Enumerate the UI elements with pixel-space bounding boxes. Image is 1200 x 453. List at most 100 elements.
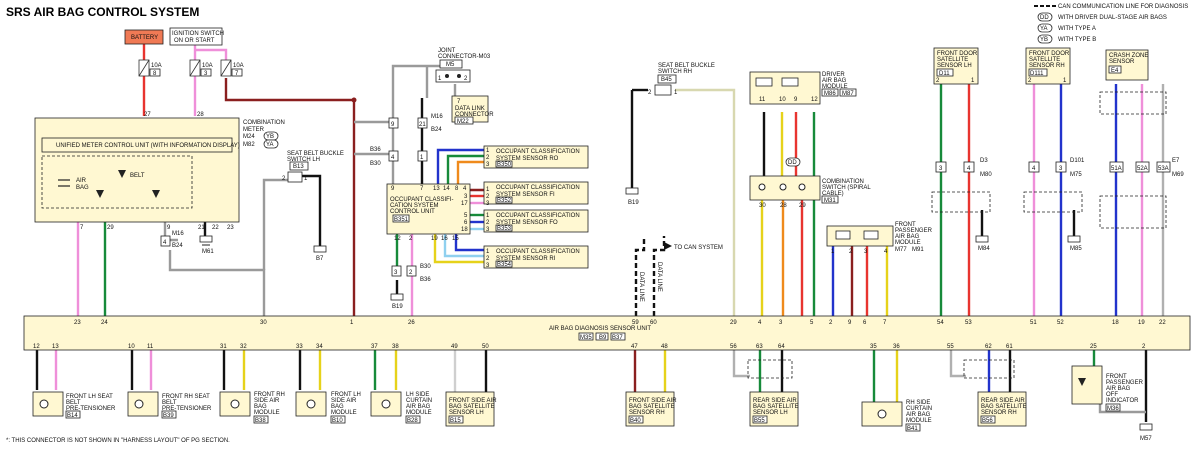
- splice-4: 4: [391, 155, 395, 161]
- occ-rpin-17: 17: [461, 201, 468, 207]
- wire-b-indicator-gnd: [1098, 404, 1146, 414]
- b39-label-1: FRONT RH SEAT: [162, 394, 210, 400]
- occ-fi-label-2: SYSTEM SENSOR FI: [496, 192, 555, 198]
- m57-ground: M57: [1140, 436, 1152, 442]
- occ-ri-pin-3: 3: [486, 263, 490, 269]
- asu-top-pin: 51: [1030, 320, 1037, 326]
- occ-ro-pin-3: 3: [486, 162, 490, 168]
- crash-spl3: 53A: [1158, 166, 1169, 172]
- occ-ro-pin-1: 1: [486, 148, 490, 154]
- conn-m16-2: M16: [431, 114, 443, 120]
- indicator-led-icon: [1078, 378, 1086, 386]
- asu-bottom-pin: 13: [52, 344, 59, 350]
- bottom-devices: FRONT LH SEAT BELT PRE-TENSIONER B14 FRO…: [32, 359, 1153, 442]
- asu-bottom-pin: 50: [482, 344, 489, 350]
- door-lh-pin-2: 2: [936, 78, 940, 84]
- seatbelt-rh: SEAT BELT BUCKLE SWITCH RH B45 2 1 B19: [625, 63, 715, 206]
- crash-label-2: SENSOR: [1109, 59, 1135, 65]
- b10-label-2: SIDE AIR: [331, 398, 357, 404]
- door-lh-conn: D11: [939, 71, 950, 77]
- airbag-off-indicator: FRONT PASSENGER AIR BAG OFF INDICATOR M3…: [1071, 365, 1153, 442]
- joint-box: [435, 69, 471, 83]
- drv-conn: M86: [824, 91, 836, 97]
- seatbelt-rh-label-1: SEAT BELT BUCKLE: [658, 63, 715, 69]
- conn-b24-2: B24: [431, 127, 442, 133]
- door-rh-label-1: FRONT DOOR: [1029, 51, 1070, 57]
- occ-label-2: CATION SYSTEM: [390, 203, 439, 209]
- asu-top-pin: 52: [1057, 320, 1064, 326]
- wire-can-59: [634, 236, 646, 316]
- legend-dd-code: DD: [1040, 15, 1049, 21]
- asu-top-pin: 23: [74, 320, 81, 326]
- asu-top-pin: 7: [883, 320, 887, 326]
- meter-inner: [41, 155, 193, 209]
- b14-label-1: FRONT LH SEAT: [66, 394, 113, 400]
- occ-bpin-2: 2: [409, 236, 413, 242]
- curtain-airbag-lh: LH SIDE CURTAIN AIR BAG MODULE B28: [370, 391, 432, 424]
- door-lh-spl2: 4: [967, 166, 971, 172]
- fuse-8: 10A 8: [138, 59, 162, 77]
- asu-top-pin: 24: [101, 320, 108, 326]
- occ-rpin-5: 5: [464, 213, 468, 219]
- asu-top-pin: 2: [829, 320, 833, 326]
- wire-occ19-yellow: [433, 234, 484, 264]
- ground-icon: [199, 235, 213, 246]
- battery-label: BATTERY: [131, 35, 158, 41]
- occ-fi-pin-3: 3: [486, 201, 490, 207]
- ground-icon: [625, 187, 639, 195]
- occ-fo-pin-3: 3: [486, 227, 490, 233]
- side-airbag-lh: FRONT LH SIDE AIR BAG MODULE B10: [295, 391, 361, 424]
- b41-label-1: RH SIDE: [906, 400, 930, 406]
- b55-label-1: REAR SIDE AIR: [753, 398, 797, 404]
- seatbelt-rh-pin-1: 1: [674, 90, 678, 96]
- drv-pin-12: 12: [811, 97, 818, 103]
- occupant-unit: 9 7 13 14 8 4 OCCUPANT CLASSIFI- CATION …: [386, 183, 471, 310]
- b38-label-1: FRONT RH: [254, 392, 285, 398]
- asu-bottom-pin: 64: [778, 344, 785, 350]
- ground-icon: [390, 293, 404, 301]
- b39-label-2: BELT: [162, 400, 177, 406]
- drv-pin-10: 10: [779, 97, 786, 103]
- spiral-label-3: CABLE): [822, 191, 844, 197]
- asu-bottom-pin: 36: [893, 344, 900, 350]
- m36-label-2: PASSENGER: [1106, 380, 1144, 386]
- splice-2: 2: [409, 270, 413, 276]
- can-data-line-2: DATA LINE: [656, 262, 662, 292]
- asu-bottom-pin: 2: [1142, 344, 1146, 350]
- legend-dd-badge: [1037, 12, 1053, 22]
- spiral-label-1: COMBINATION: [822, 179, 864, 185]
- seatbelt-lh: SEAT BELT BUCKLE SWITCH LH B13 2 1 B7: [282, 151, 344, 262]
- splice-9: 9: [391, 122, 395, 128]
- occ-pin-8: 8: [455, 186, 459, 192]
- meter-belt: BELT: [130, 173, 145, 179]
- occ-ri-label-1: OCCUPANT CLASSIFICATION: [496, 249, 580, 255]
- meter-conn-1: M24: [243, 134, 255, 140]
- meter-out-21: 21: [198, 225, 205, 231]
- seatbelt-rh-label-2: SWITCH RH: [658, 69, 692, 75]
- ignition-label-2: ON OR START: [174, 38, 215, 44]
- occ-bpin-19: 19: [431, 236, 438, 242]
- door-rh-conn: D111: [1030, 71, 1044, 77]
- legend-ya-text: WITH TYPE A: [1058, 26, 1096, 32]
- ignition-label-1: IGNITION SWITCH: [172, 31, 224, 37]
- asu-bottom-pin: 63: [756, 344, 763, 350]
- meter-label-2: METER: [243, 127, 265, 133]
- b56-label-3: SENSOR RH: [981, 410, 1017, 416]
- curtain-airbag-rh: RH SIDE CURTAIN AIR BAG MODULE B41: [861, 400, 932, 432]
- squib-icon-2: [781, 77, 799, 87]
- wire-occ13-blue: [436, 148, 484, 184]
- dlc-pin: 7: [457, 99, 461, 105]
- occ-fi-pin-1: 1: [486, 187, 490, 193]
- seatbelt-rh-conn: B45: [661, 77, 672, 83]
- door-rh-pin-2: 2: [1028, 78, 1032, 84]
- joint-pin-2: 2: [464, 76, 468, 82]
- wire-occ16-ltblue: [443, 234, 484, 258]
- b28-conn: B28: [407, 418, 418, 424]
- door-lh-c1: D3: [980, 158, 988, 164]
- diode-icon: [152, 190, 160, 198]
- door-rh-ground: M85: [1070, 246, 1082, 252]
- b15-label-2: BAG SATELLITE: [449, 404, 495, 410]
- seatbelt-lh-pin-2: 2: [282, 176, 286, 182]
- dlc-label-1: DATA LINK: [455, 106, 485, 112]
